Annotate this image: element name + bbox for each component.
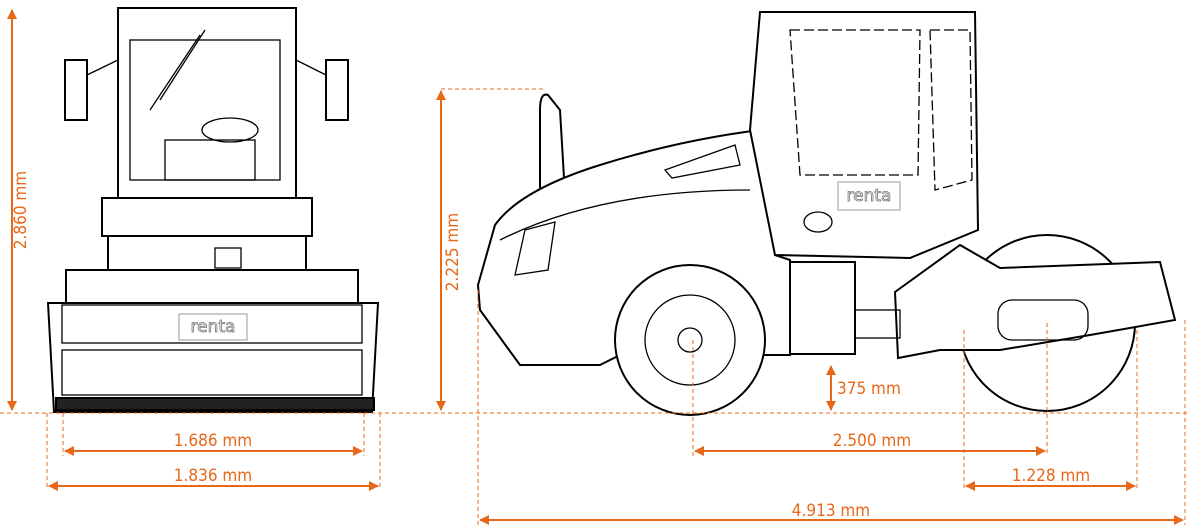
- side-view-roller: renta: [476, 11, 1177, 416]
- wheelbase-label: 2.500 mm: [833, 431, 911, 451]
- renta-logo-side: [837, 181, 901, 211]
- hood-height-label: 2.225 mm: [443, 213, 463, 291]
- drum-width-label: 1.686 mm: [174, 431, 252, 451]
- overall-width-label: 1.836 mm: [174, 466, 252, 486]
- renta-logo: [178, 313, 248, 341]
- dimension-lines: [0, 8, 1188, 525]
- svg-text:renta: renta: [847, 186, 892, 206]
- rear-wheel: [614, 264, 766, 416]
- front-view-roller: renta: [46, 7, 380, 413]
- drum-diameter-label: 1.228 mm: [1012, 466, 1090, 486]
- front-height-label: 2.860 mm: [11, 171, 31, 249]
- svg-text:renta: renta: [191, 317, 236, 337]
- ground-clearance-label: 375 mm: [837, 379, 901, 399]
- overall-length-label: 4.913 mm: [792, 501, 870, 521]
